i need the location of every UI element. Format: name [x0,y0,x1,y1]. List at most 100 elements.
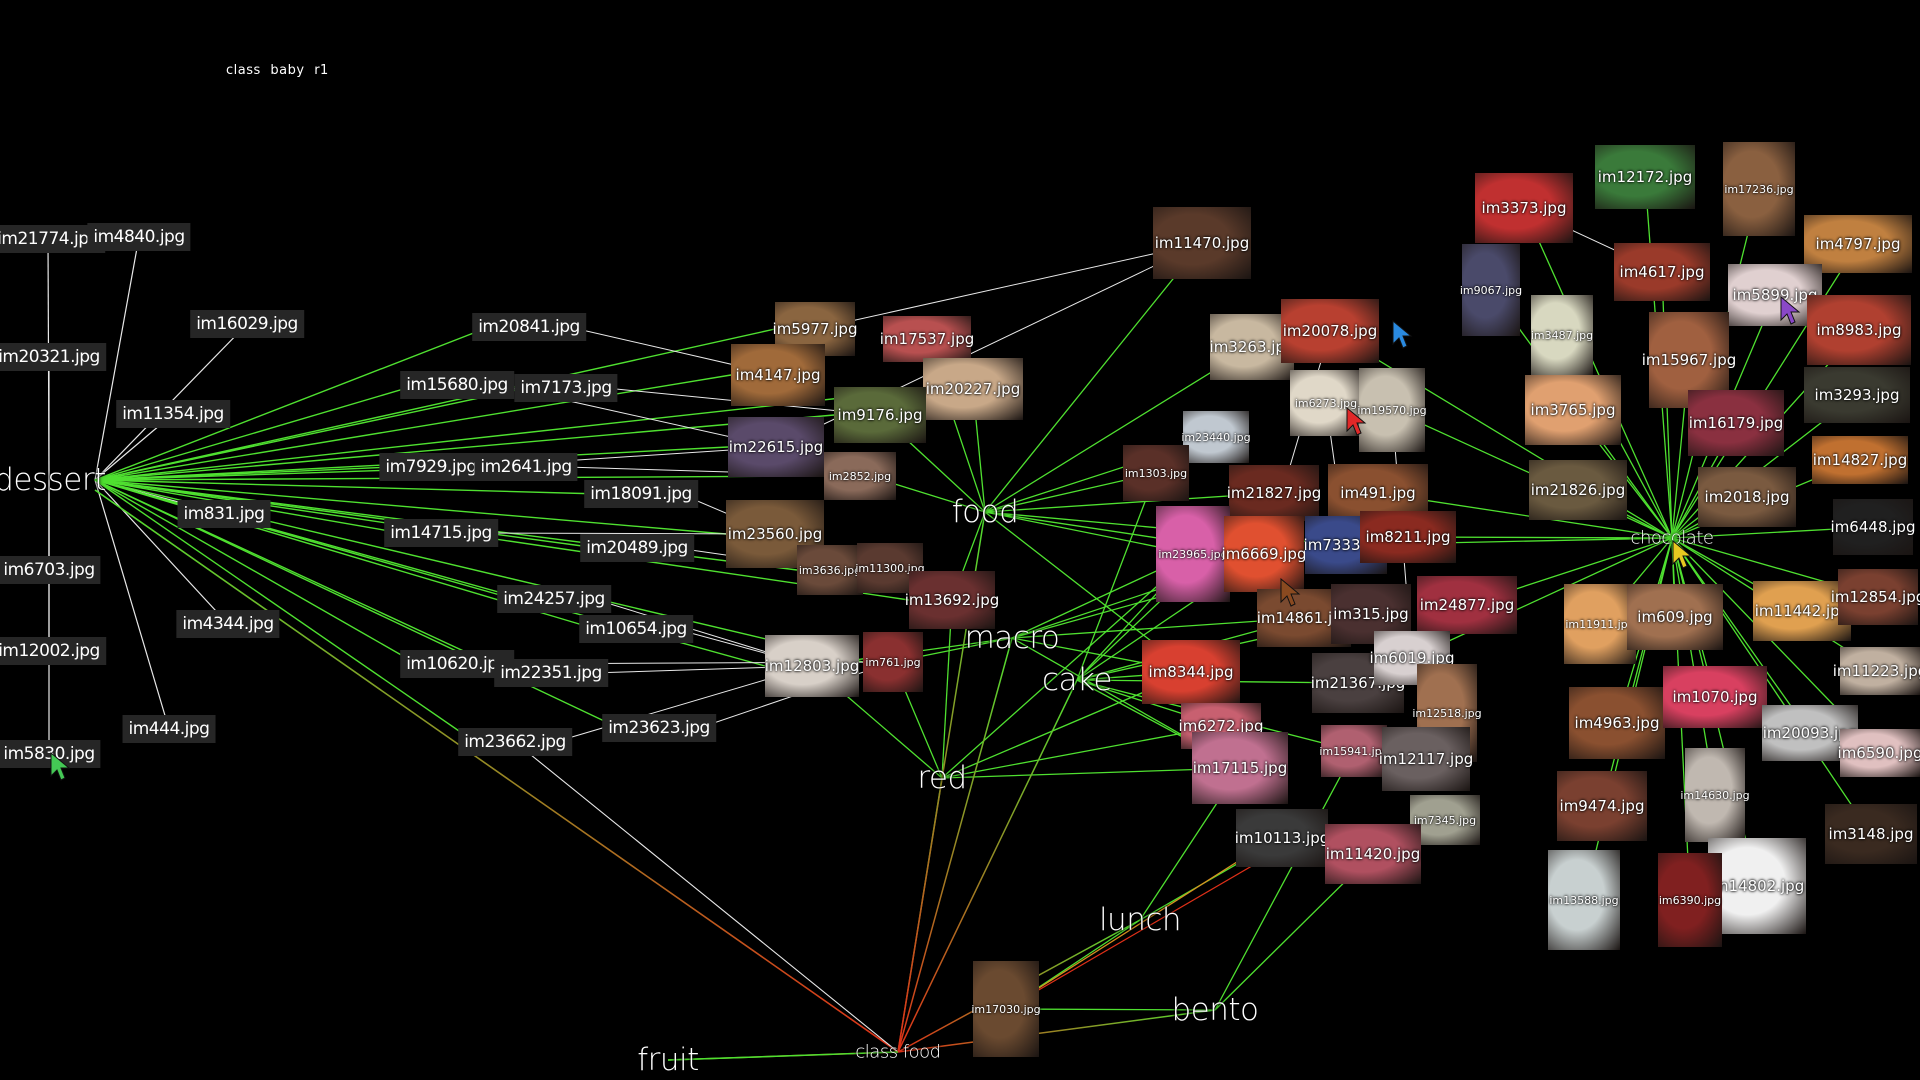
thumbnail-t3636[interactable]: im3636.jpg [797,545,863,595]
file-node-im24257[interactable]: im24257.jpg [497,585,611,613]
file-node-im10654[interactable]: im10654.jpg [579,615,693,643]
thumbnail-t11470[interactable]: im11470.jpg [1153,207,1251,279]
thumbnail-t12854[interactable]: im12854.jpg [1831,569,1920,625]
thumbnail-t3148[interactable]: im3148.jpg [1825,804,1917,864]
thumbnail-t17537[interactable]: im17537.jpg [880,316,974,362]
file-node-im21774[interactable]: im21774.jpg [0,225,105,253]
thumbnail-label: im2852.jpg [828,469,892,483]
thumbnail-t14802[interactable]: im14802.jpg [1708,838,1806,934]
thumbnail-t11442[interactable]: im11442.jpg [1753,581,1851,641]
thumbnail-t13692[interactable]: im13692.jpg [905,571,999,629]
file-node-im4344[interactable]: im4344.jpg [176,610,280,638]
tag-food[interactable]: food [951,494,1019,530]
thumbnail-t609[interactable]: im609.jpg [1627,584,1723,650]
thumbnail-t16179[interactable]: im16179.jpg [1688,390,1784,456]
tag-class-food[interactable]: class food [855,1041,941,1063]
tag-cake[interactable]: cake [1042,662,1112,698]
thumbnail-t3263[interactable]: im3263.jpg [1210,314,1294,380]
thumbnail-t17236[interactable]: im17236.jpg [1723,142,1795,236]
thumbnail-t6669[interactable]: im6669.jpg [1222,516,1306,592]
tag-dessert[interactable]: dessert [0,462,106,498]
thumbnail-t9067[interactable]: im9067.jpg [1460,244,1522,336]
thumbnail-t23440[interactable]: im23440.jpg [1181,411,1251,463]
file-node-im11354[interactable]: im11354.jpg [116,400,230,428]
file-node-im12002[interactable]: im12002.jpg [0,637,106,665]
thumbnail-t6273[interactable]: im6273.jpg [1290,370,1362,436]
thumbnail-t6448[interactable]: im6448.jpg [1831,499,1915,555]
thumbnail-t2018[interactable]: im2018.jpg [1698,467,1796,527]
thumbnail-t9474[interactable]: im9474.jpg [1557,771,1647,841]
tag-chocolate[interactable]: chocolate [1630,527,1714,549]
thumbnail-t12803[interactable]: im12803.jpg [765,635,859,697]
thumbnail-t1303[interactable]: im1303.jpg [1123,445,1189,501]
tag-macro[interactable]: macro [964,620,1060,656]
thumbnail-label: im1303.jpg [1124,466,1188,480]
thumbnail-t20227[interactable]: im20227.jpg [923,358,1023,420]
file-node-im23662[interactable]: im23662.jpg [458,728,572,756]
thumbnail-t4147[interactable]: im4147.jpg [731,344,825,406]
file-node-im20321[interactable]: im20321.jpg [0,343,106,371]
thumbnail-t24877[interactable]: im24877.jpg [1417,576,1517,634]
thumbnail-t20078[interactable]: im20078.jpg [1281,299,1379,363]
file-node-im20489[interactable]: im20489.jpg [580,534,694,562]
file-node-im4840[interactable]: im4840.jpg [87,223,191,251]
thumbnail-label: im491.jpg [1340,484,1416,502]
file-node-im15680[interactable]: im15680.jpg [400,371,514,399]
thumbnail-t13588[interactable]: im13588.jpg [1548,850,1620,950]
tag-lunch[interactable]: lunch [1098,902,1182,938]
thumbnail-t4963[interactable]: im4963.jpg [1569,687,1665,759]
thumbnail-t21827[interactable]: im21827.jpg [1227,465,1321,521]
file-node-im444[interactable]: im444.jpg [122,715,216,743]
thumbnail-t6590[interactable]: im6590.jpg [1838,729,1920,777]
thumbnail-t4827[interactable]: im14827.jpg [1812,436,1908,484]
thumbnail-t15941[interactable]: im15941.jpg [1319,725,1389,777]
thumbnail-t11223[interactable]: im11223.jpg [1833,647,1920,695]
file-node-im20841[interactable]: im20841.jpg [472,313,586,341]
file-node-im7929[interactable]: im7929.jpg [379,453,483,481]
thumbnail-t11420[interactable]: im11420.jpg [1325,824,1421,884]
file-node-im14715[interactable]: im14715.jpg [384,519,498,547]
thumbnail-t3373[interactable]: im3373.jpg [1475,173,1573,243]
thumbnail-t19570[interactable]: im19570.jpg [1357,368,1427,452]
thumbnail-t22615[interactable]: im22615.jpg [728,417,824,477]
file-node-im7173[interactable]: im7173.jpg [514,374,618,402]
file-node-im16029[interactable]: im16029.jpg [190,310,304,338]
thumbnail-t6390[interactable]: im6390.jpg [1658,853,1722,947]
thumbnail-label: im3148.jpg [1828,825,1914,843]
tag-bento[interactable]: bento [1171,992,1259,1028]
thumbnail-t4617[interactable]: im4617.jpg [1614,243,1710,301]
thumbnail-t17115[interactable]: im17115.jpg [1192,732,1288,804]
file-node-im6703[interactable]: im6703.jpg [0,556,101,584]
thumbnail-t8983[interactable]: im8983.jpg [1807,295,1911,365]
thumbnail-t10113[interactable]: im10113.jpg [1235,809,1329,867]
file-node-im5830[interactable]: im5830.jpg [0,740,101,768]
thumbnail-t8211[interactable]: im8211.jpg [1360,511,1456,563]
thumbnail-t11300[interactable]: im11300.jpg [855,543,925,593]
thumbnail-t3487[interactable]: im3487.jpg [1531,295,1593,375]
thumbnail-t2852[interactable]: im2852.jpg [824,452,896,500]
thumbnail-t23965[interactable]: im23965.jpg [1156,506,1230,602]
thumbnail-t21826[interactable]: im21826.jpg [1529,460,1627,520]
thumbnail-t7345[interactable]: im7345.jpg [1410,795,1480,845]
thumbnail-label: im14861.jpg [1256,609,1352,627]
tag-red[interactable]: red [917,760,967,796]
file-node-im831[interactable]: im831.jpg [177,500,271,528]
thumbnail-t12172[interactable]: im12172.jpg [1595,145,1695,209]
thumbnail-t9176[interactable]: im9176.jpg [834,387,926,443]
thumbnail-t761[interactable]: im761.jpg [863,632,923,692]
thumbnail-t8344[interactable]: im8344.jpg [1142,640,1240,704]
file-node-im2641[interactable]: im2641.jpg [474,453,578,481]
thumbnail-t3765[interactable]: im3765.jpg [1525,375,1621,445]
thumbnail-t3293[interactable]: im3293.jpg [1804,367,1910,423]
tag-fruit[interactable]: fruit [637,1042,699,1078]
file-node-im18091[interactable]: im18091.jpg [584,480,698,508]
file-node-im23623[interactable]: im23623.jpg [602,714,716,742]
thumbnail-t11911[interactable]: im11911.jpg [1564,584,1636,664]
thumbnail-t17030[interactable]: im17030.jpg [971,961,1041,1057]
thumbnail-t4797[interactable]: im4797.jpg [1804,215,1912,273]
thumbnail-t12117[interactable]: im12117.jpg [1379,727,1473,791]
thumbnail-t14630[interactable]: im14630.jpg [1680,748,1750,842]
thumbnail-t1070[interactable]: im1070.jpg [1663,666,1767,728]
file-node-im22351[interactable]: im22351.jpg [494,659,608,687]
